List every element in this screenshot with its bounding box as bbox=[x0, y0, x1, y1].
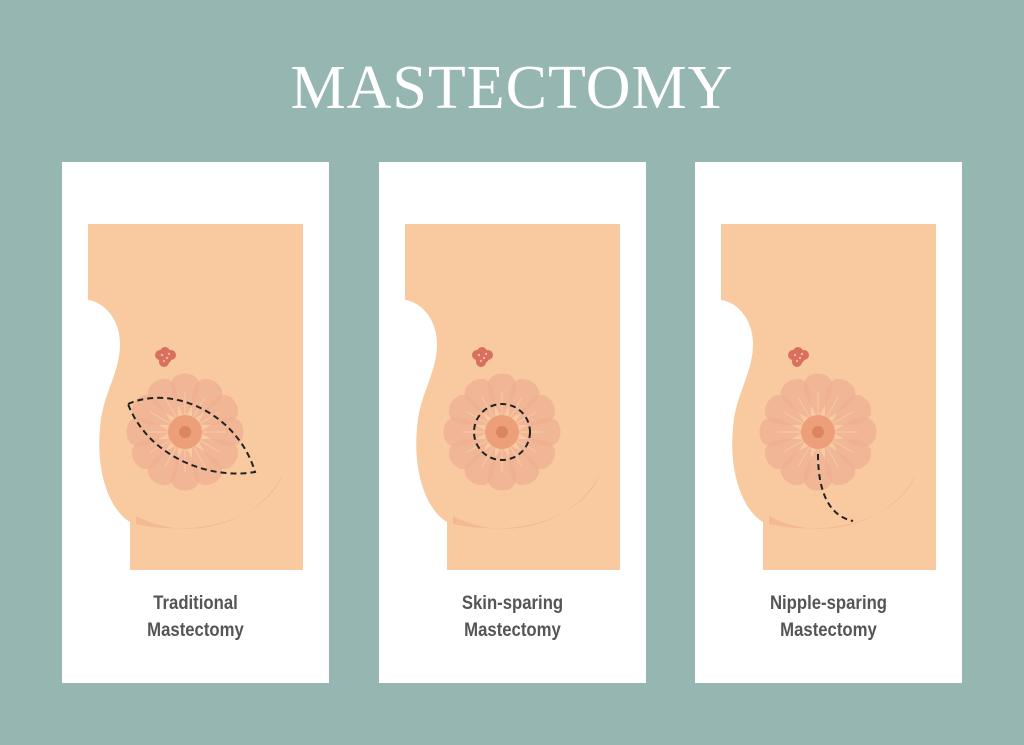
gland-lobe bbox=[780, 378, 811, 420]
panel-skin-sparing: Skin-sparing Mastectomy bbox=[379, 162, 646, 683]
tumor-dot bbox=[167, 352, 171, 356]
gland-lobe bbox=[147, 444, 178, 486]
tumor-dot bbox=[798, 356, 802, 360]
tumor-dot bbox=[793, 353, 797, 357]
gland-lobe bbox=[830, 394, 872, 425]
nipple bbox=[179, 426, 191, 438]
tumor-dot bbox=[477, 353, 481, 357]
label-line-1: Skin-sparing bbox=[461, 593, 564, 614]
gland-lobe bbox=[464, 444, 495, 486]
gland-lobe bbox=[448, 439, 490, 470]
gland-lobe bbox=[192, 444, 223, 486]
nipple bbox=[812, 426, 824, 438]
gland-lobe bbox=[131, 394, 173, 425]
gland-lobe bbox=[509, 378, 540, 420]
gland-lobe bbox=[448, 394, 490, 425]
label-line-2: Mastectomy bbox=[464, 620, 561, 641]
breast-illustration bbox=[405, 224, 620, 570]
label-line-2: Mastectomy bbox=[147, 620, 244, 641]
gland-lobe bbox=[764, 394, 806, 425]
tumor-dot bbox=[479, 359, 483, 363]
gland-lobe bbox=[825, 378, 856, 420]
gland-lobe bbox=[509, 444, 540, 486]
page-title: MASTECTOMY bbox=[290, 54, 734, 122]
gland-lobe bbox=[464, 378, 495, 420]
panel-label: Skin-sparing Mastectomy bbox=[395, 590, 630, 644]
gland-lobe bbox=[197, 394, 239, 425]
incision-line bbox=[473, 403, 531, 461]
gland-lobe bbox=[514, 394, 556, 425]
panel-traditional: Traditional Mastectomy bbox=[62, 162, 329, 683]
tumor-dot bbox=[162, 359, 166, 363]
gland-lobe bbox=[192, 378, 223, 420]
nipple bbox=[496, 426, 508, 438]
tumor-icon bbox=[472, 347, 493, 367]
tumor-dot bbox=[795, 359, 799, 363]
label-line-2: Mastectomy bbox=[780, 620, 877, 641]
tumor-dot bbox=[160, 353, 164, 357]
tumor-dot bbox=[800, 352, 804, 356]
breast-fold bbox=[136, 474, 283, 529]
tumor-dot bbox=[484, 352, 488, 356]
panel-label: Nipple-sparing Mastectomy bbox=[711, 590, 946, 644]
breast-illustration bbox=[721, 224, 936, 570]
gland-lobe bbox=[197, 439, 239, 470]
gland-lobe bbox=[764, 439, 806, 470]
gland-lobe bbox=[147, 378, 178, 420]
gland-lobe bbox=[825, 444, 856, 486]
breast-illustration bbox=[88, 224, 303, 570]
breast-fold bbox=[769, 474, 916, 529]
gland-lobe bbox=[780, 444, 811, 486]
label-line-1: Nipple-sparing bbox=[769, 593, 888, 614]
panel-label: Traditional Mastectomy bbox=[78, 590, 313, 644]
tumor-dot bbox=[482, 356, 486, 360]
gland-lobe bbox=[514, 439, 556, 470]
tumor-icon bbox=[155, 347, 176, 367]
panel-nipple-sparing: Nipple-sparing Mastectomy bbox=[695, 162, 962, 683]
incision-line bbox=[817, 453, 854, 522]
label-line-1: Traditional bbox=[153, 593, 238, 614]
incision-line bbox=[126, 396, 257, 475]
breast-fold bbox=[453, 474, 600, 529]
tumor-icon bbox=[788, 347, 809, 367]
gland-lobe bbox=[830, 439, 872, 470]
tumor-dot bbox=[165, 356, 169, 360]
gland-lobe bbox=[131, 439, 173, 470]
